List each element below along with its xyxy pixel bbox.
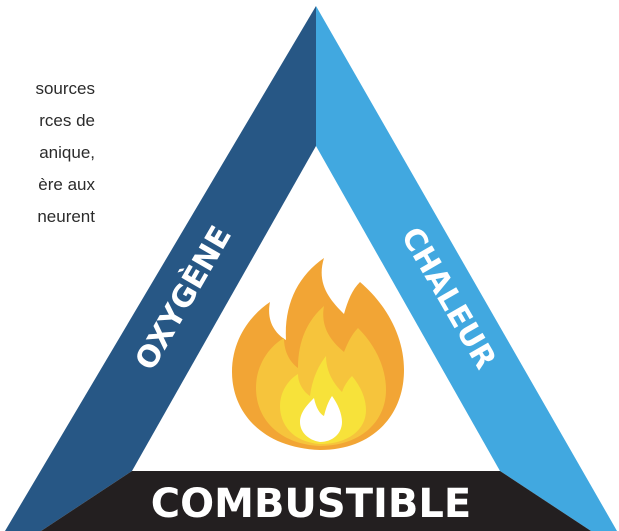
flame-icon — [232, 258, 404, 450]
heat-side — [316, 6, 617, 531]
oxygen-side — [5, 6, 316, 531]
fuel-label: COMBUSTIBLE — [151, 481, 471, 527]
paragraph-line: ère aux — [38, 175, 95, 194]
paragraph-text: sources rces de anique, ère aux neurent — [35, 73, 95, 233]
paragraph-line: anique, — [39, 143, 95, 162]
paragraph-line: sources — [35, 79, 95, 98]
paragraph-line: neurent — [37, 207, 95, 226]
flame-core — [300, 396, 342, 442]
fuel-side — [41, 471, 591, 531]
paragraph-line: rces de — [39, 111, 95, 130]
